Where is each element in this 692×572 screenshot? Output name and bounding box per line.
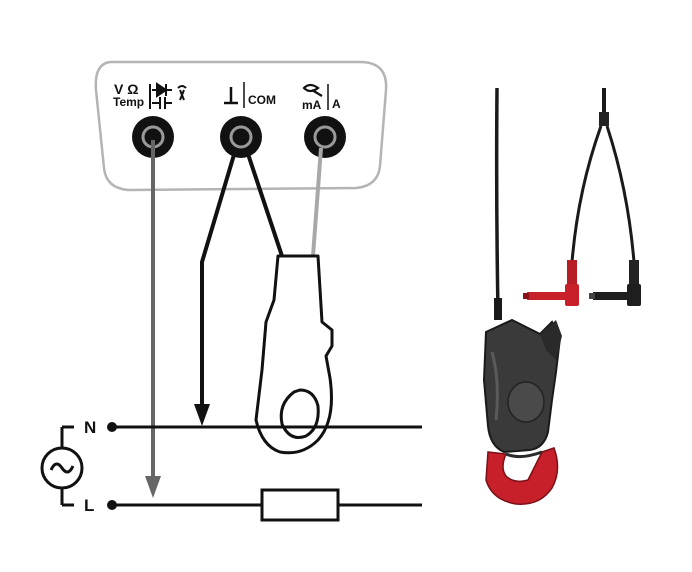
temperature-probe-icon: [177, 85, 187, 101]
terminal-label-current: mA A: [302, 83, 341, 112]
voltage-lead-arrowhead: [145, 476, 161, 498]
clamp-trigger: [540, 320, 562, 360]
ac-source-icon: [40, 425, 84, 507]
svg-text:mA: mA: [302, 98, 322, 112]
red-banana-plug: [523, 260, 579, 306]
com-lead-arrowhead: [194, 404, 210, 426]
svg-text:Temp: Temp: [113, 95, 144, 109]
neutral-label: N: [84, 418, 96, 437]
probe-cable-black: [605, 125, 636, 263]
capacitor-icon: [149, 84, 172, 109]
clamp-grip: [507, 381, 545, 423]
terminal-socket-com: [220, 116, 262, 158]
com-test-lead: [200, 147, 238, 408]
diode-icon: [152, 82, 172, 98]
neutral-node: [107, 422, 117, 432]
meter-housing: [94, 60, 388, 192]
svg-text:A: A: [332, 97, 341, 111]
clamp-red-jaw: [485, 447, 559, 505]
terminal-label-com: COM: [224, 82, 276, 108]
current-to-clamp-lead: [311, 147, 323, 257]
svg-text:V Ω: V Ω: [114, 81, 138, 97]
svg-text:COM: COM: [248, 93, 276, 107]
load-resistor: [260, 488, 340, 522]
clamp-jaw-opening: [279, 388, 320, 439]
probe-cable-red: [570, 125, 603, 263]
terminal-socket-current: [304, 116, 346, 158]
black-banana-plug: [589, 260, 641, 306]
terminal-label-voltage: V Ω Temp: [113, 81, 144, 109]
clamp-cable: [494, 87, 500, 313]
line-node: [107, 500, 117, 510]
ground-icon: [224, 87, 238, 105]
line-label: L: [84, 496, 94, 515]
com-to-clamp-lead: [244, 147, 284, 257]
clamp-accessory-photo: [482, 87, 641, 505]
current-clamp-icon: [302, 83, 323, 97]
